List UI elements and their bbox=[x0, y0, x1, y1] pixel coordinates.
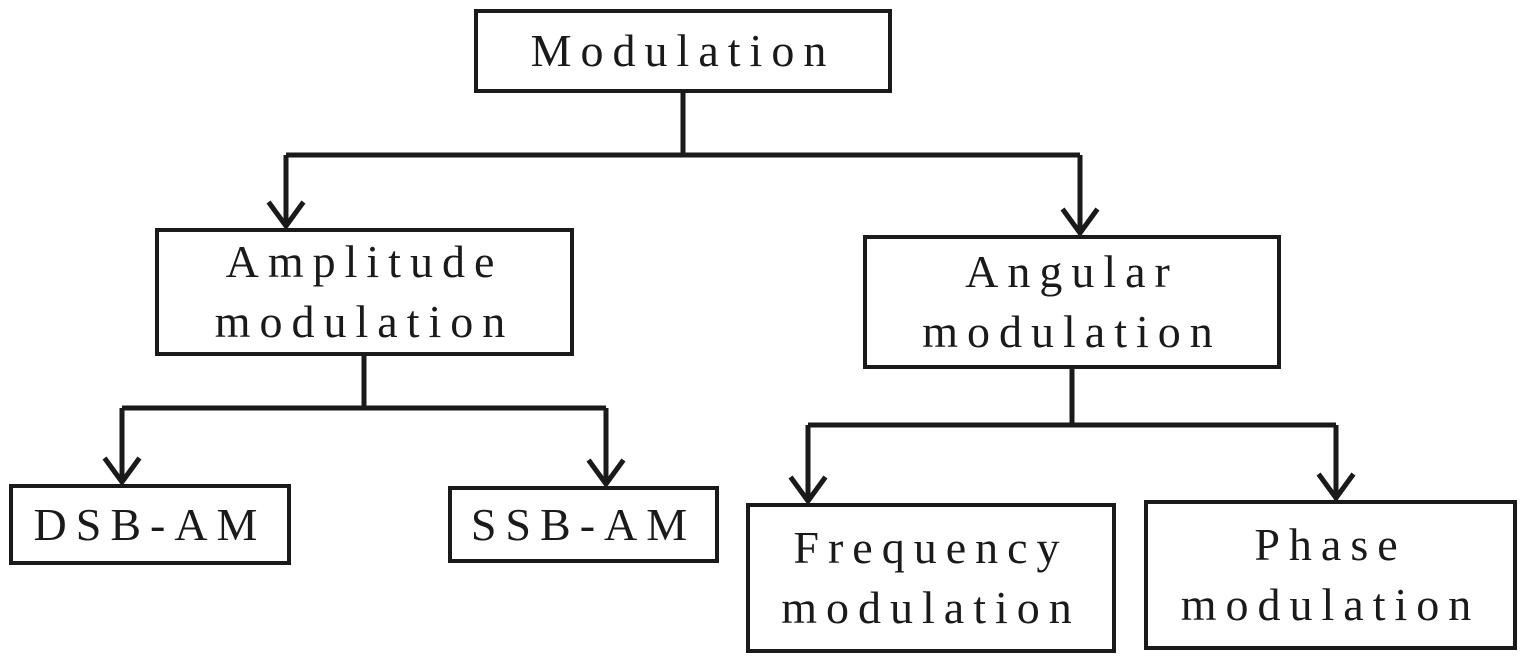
arrowhead-frequency bbox=[788, 475, 828, 506]
frequency-modulation-label-line2: modulation bbox=[781, 582, 1081, 633]
phase-modulation-label-line2: modulation bbox=[1180, 579, 1481, 630]
frequency-modulation-label-line1: Frequency bbox=[793, 522, 1069, 574]
amplitude-modulation-label-line2: modulation bbox=[214, 296, 515, 347]
dsb-am-label: DSB-AM bbox=[33, 498, 267, 550]
modulation-label: Modulation bbox=[530, 25, 836, 77]
arrowhead-dsb bbox=[102, 456, 142, 487]
angular-modulation-box: Angular modulation bbox=[863, 235, 1281, 369]
ssb-am-label: SSB-AM bbox=[470, 498, 697, 550]
dsb-am-box: DSB-AM bbox=[9, 484, 291, 565]
angular-modulation-label-line1: Angular bbox=[965, 246, 1179, 298]
frequency-modulation-box: Frequency modulation bbox=[746, 503, 1116, 653]
amplitude-modulation-label-line1: Amplitude bbox=[225, 236, 504, 288]
arrowhead-phase bbox=[1316, 472, 1356, 503]
arrowhead-amplitude bbox=[266, 200, 306, 231]
angular-modulation-label-line2: modulation bbox=[922, 306, 1222, 357]
amplitude-modulation-box: Amplitude modulation bbox=[155, 228, 574, 356]
modulation-box: Modulation bbox=[474, 9, 892, 93]
arrowhead-ssb bbox=[586, 458, 626, 489]
arrowhead-angular bbox=[1060, 207, 1100, 238]
phase-modulation-label-line1: Phase bbox=[1254, 519, 1407, 571]
phase-modulation-box: Phase modulation bbox=[1144, 500, 1517, 650]
ssb-am-box: SSB-AM bbox=[448, 486, 719, 563]
